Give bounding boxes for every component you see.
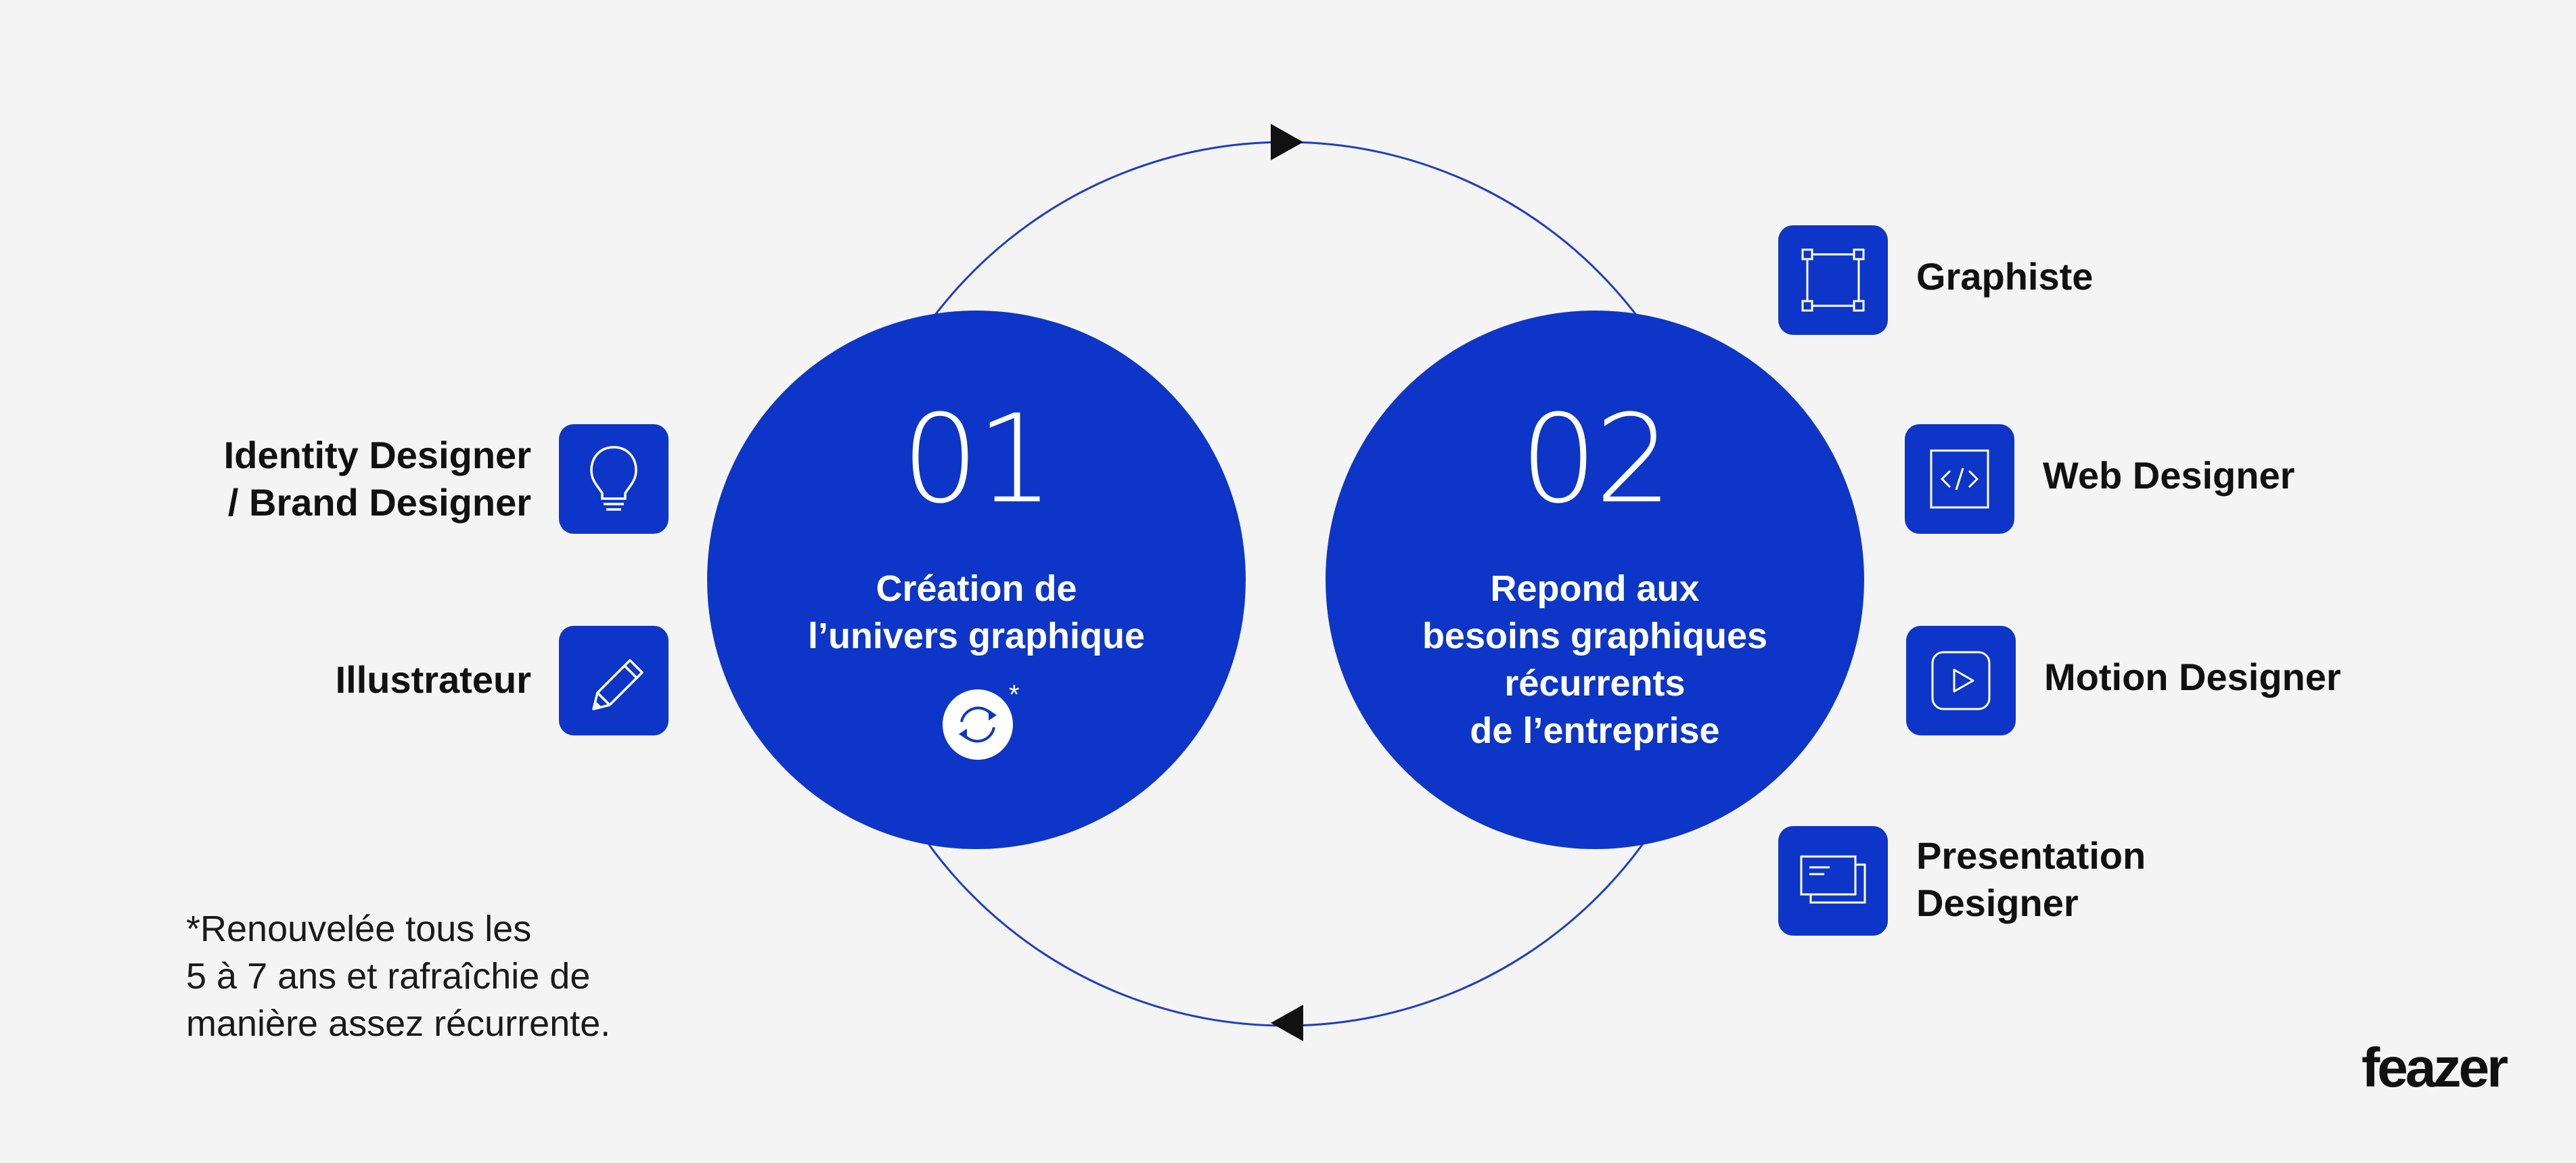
role-icon-box-motion <box>1906 626 2016 735</box>
role-icon-box-presentation <box>1778 826 1888 936</box>
role-label-illustrateur: Illustrateur <box>335 658 531 701</box>
role-icon-box-web <box>1905 424 2014 534</box>
role-label-motion: Motion Designer <box>2044 656 2341 698</box>
role-label-identity: Identity Designer / Brand Designer <box>223 434 531 524</box>
play-icon <box>1931 651 1991 710</box>
refresh-icon <box>941 688 1014 761</box>
pencil-icon <box>592 659 643 710</box>
slides-icon <box>1800 855 1866 904</box>
step-circle-1 <box>707 311 1246 849</box>
code-icon <box>1930 449 1989 509</box>
role-icon-box-graphiste <box>1778 225 1888 335</box>
step-2-title: Repond aux besoins graphiques récurrents… <box>1422 568 1768 751</box>
step-2-number: 02 <box>1520 389 1672 530</box>
vector-frame-icon <box>1801 248 1865 312</box>
step-circle-2 <box>1326 311 1864 849</box>
role-icon-box-identity <box>559 424 669 534</box>
cycle-arrow-bottom-icon <box>1271 1005 1303 1041</box>
step-1-number: 01 <box>901 389 1054 530</box>
cycle-arrow-top-icon <box>1271 124 1303 160</box>
step-1-title: Création de l’univers graphique <box>807 568 1146 656</box>
role-label-web: Web Designer <box>2043 454 2295 497</box>
role-icon-box-illustrateur <box>559 626 669 735</box>
role-label-graphiste: Graphiste <box>1916 255 2094 298</box>
footnote: *Renouvelée tous les 5 à 7 ans et rafraî… <box>186 909 611 1044</box>
brand-logo: feazer <box>2362 1037 2508 1099</box>
role-label-presentation: Presentation Designer <box>1916 834 2146 924</box>
lightbulb-icon <box>590 446 637 511</box>
footnote-asterisk: * <box>1009 680 1020 710</box>
